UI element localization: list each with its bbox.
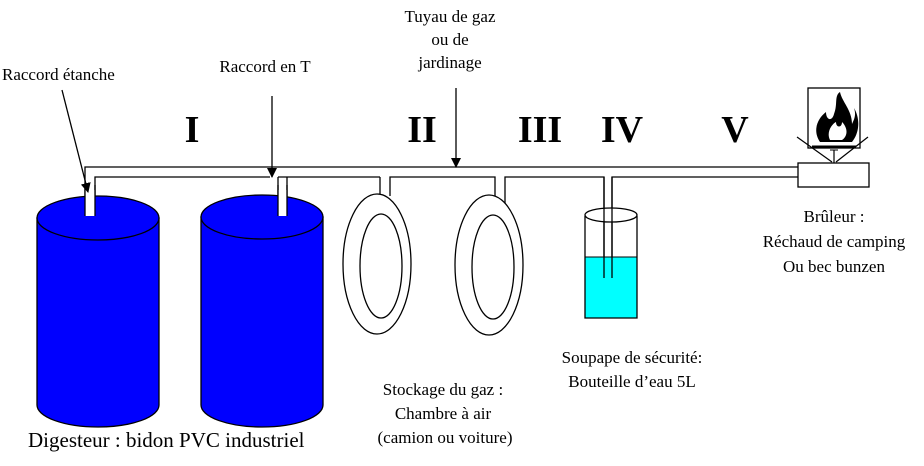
section-label: III [518,109,562,151]
section-label: IV [601,109,644,151]
label-soupape-line1: Soupape de sécurité: [562,348,703,367]
safety-valve-bottle [584,177,638,319]
label-stockage-line1: Stockage du gaz : [383,380,503,399]
digester-2 [200,185,324,428]
inner-tube-2 [454,194,524,336]
label-stockage-line3: (camion ou voiture) [377,428,512,447]
callout-arrows [61,88,461,193]
label-digesteur: Digesteur : bidon PVC industriel [28,428,305,452]
label-stockage-line2: Chambre à air [395,404,492,423]
arrow-raccord-etanche [61,89,91,193]
label-raccord-t: Raccord en T [219,57,311,76]
label-tuyau-line2: ou de [431,30,468,49]
gas-pipe [84,166,798,278]
label-bruleur-line2: Réchaud de camping [763,232,906,251]
label-raccord-etanche: Raccord étanche [2,65,115,84]
section-label: I [185,109,200,151]
section-labels: I II III IV V [185,109,750,151]
label-soupape-line2: Bouteille d’eau 5L [568,372,695,391]
label-bruleur-line3: Ou bec bunzen [783,257,885,276]
label-tuyau-line1: Tuyau de gaz [405,7,496,26]
section-label: II [407,109,437,151]
section-label: V [721,109,749,151]
digester-1 [36,185,160,428]
inner-tube-1 [342,193,412,335]
burner [797,162,870,188]
flammable-hazard-icon [796,87,869,163]
label-tuyau-line3: jardinage [417,53,481,72]
label-bruleur-line1: Brûleur : [804,207,865,226]
